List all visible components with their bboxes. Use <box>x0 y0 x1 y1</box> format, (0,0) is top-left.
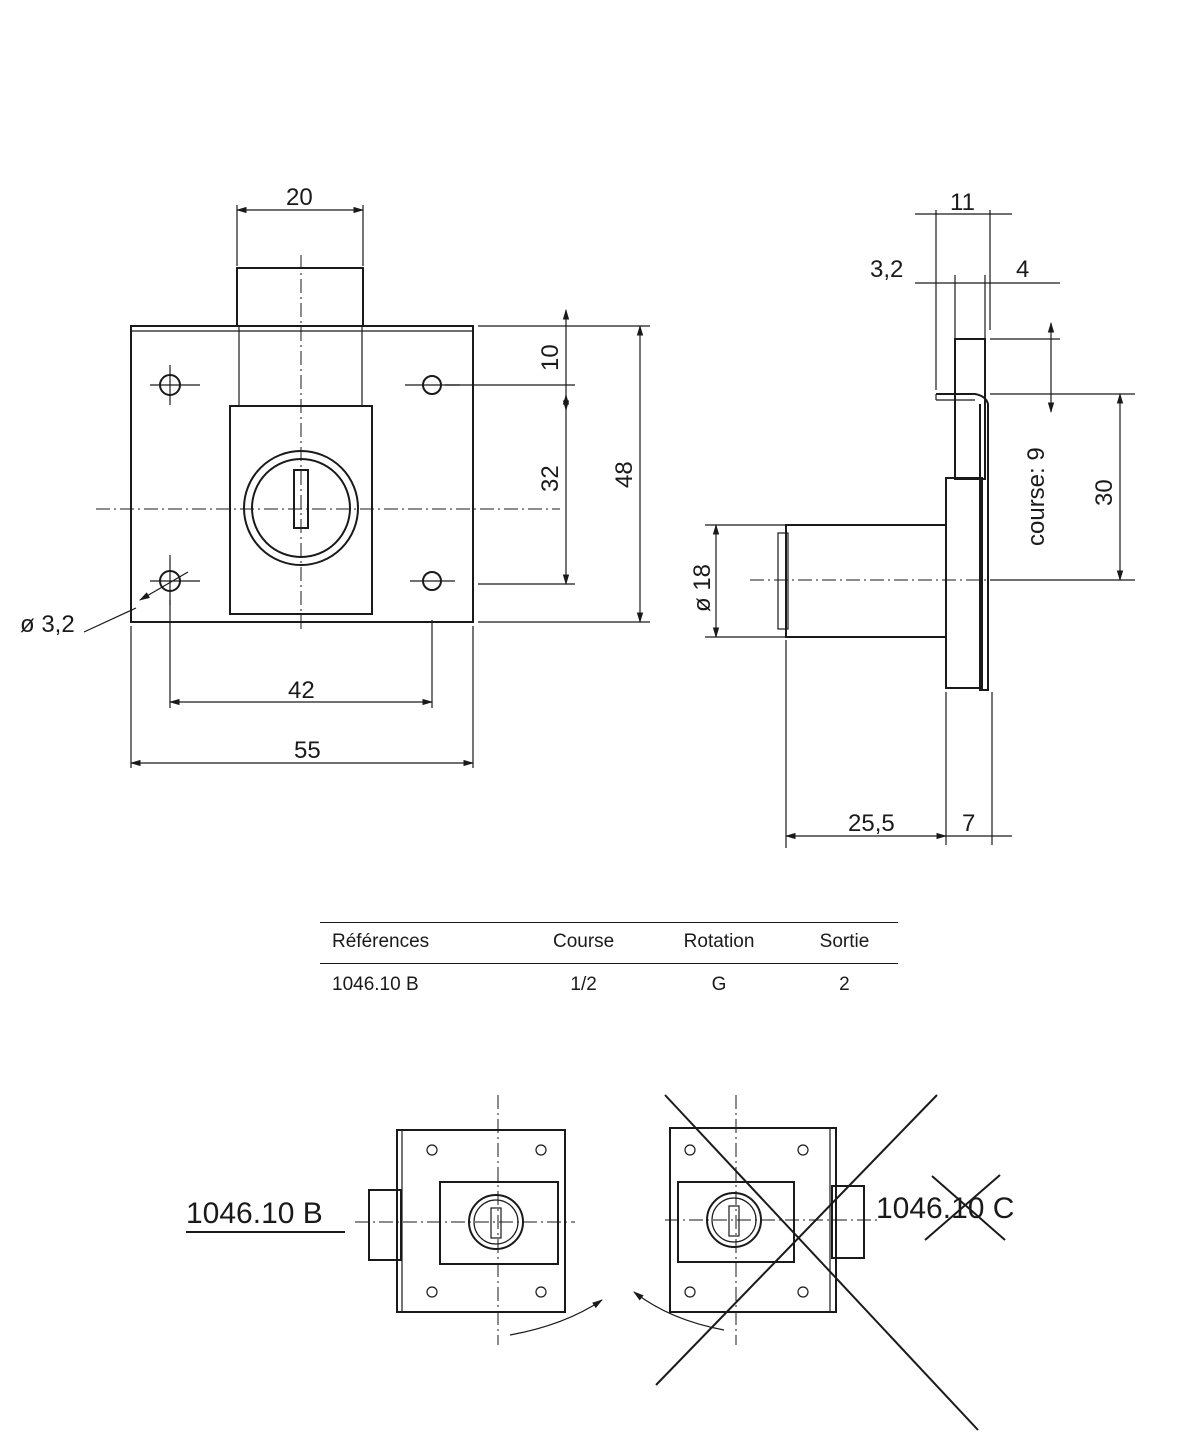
header-course: Course <box>520 922 648 964</box>
header-references: Références <box>320 922 520 964</box>
dim-bolt-width: 20 <box>286 184 313 211</box>
variant-c-label: 1046.10 C <box>876 1192 1014 1225</box>
dim-hole-spacing-horizontal: 42 <box>288 677 315 704</box>
screw-holes <box>150 365 460 605</box>
bolt-top <box>236 267 364 327</box>
cross-out-line <box>664 1094 979 1431</box>
header-sortie: Sortie <box>790 922 898 964</box>
label-cross-out-line <box>931 1175 1006 1241</box>
side-cylinder <box>785 524 947 638</box>
dim-course: course: 9 <box>1023 447 1050 546</box>
side-view: 11 3,2 4 course: 9 30 ø 18 25,5 7 <box>689 189 1135 848</box>
table-header-row: Références Course Rotation Sortie <box>320 922 898 964</box>
cell-course: 1/2 <box>570 974 597 995</box>
dim-hole-spacing-vertical: 32 <box>537 465 564 492</box>
dim-hole-diameter: ø 3,2 <box>20 611 75 638</box>
cell-rotation: G <box>711 974 727 995</box>
variant-b-label: 1046.10 B <box>186 1197 323 1230</box>
front-view: 20 10 32 48 ø 3,2 42 55 <box>20 184 650 768</box>
dim-total-width: 55 <box>294 737 321 764</box>
side-body <box>945 477 983 689</box>
variant-b-drawing <box>186 1095 603 1345</box>
variant-c-drawing <box>633 1094 1006 1431</box>
dim-body-depth: 7 <box>962 810 975 837</box>
dim-top-width: 11 <box>950 189 975 216</box>
dim-total-height: 48 <box>611 461 638 488</box>
cross-out-line <box>655 1094 938 1386</box>
dim-bolt-height: 30 <box>1091 479 1118 506</box>
dim-cylinder-diameter: ø 18 <box>689 564 716 612</box>
front-plate <box>130 325 474 623</box>
label-cross-out-line <box>924 1174 1001 1241</box>
table-row: 1046.10 B 1/2 G 2 <box>320 964 898 1007</box>
dim-plate-thickness: 3,2 <box>870 256 903 283</box>
cell-reference: 1046.10 B <box>332 974 419 995</box>
dim-top-to-hole: 10 <box>537 344 564 371</box>
cell-sortie: 2 <box>839 974 850 995</box>
references-table: Références Course Rotation Sortie 1046.1… <box>320 922 898 1006</box>
dim-cylinder-length: 25,5 <box>848 810 895 837</box>
header-rotation: Rotation <box>647 922 791 964</box>
dim-bolt-gap: 4 <box>1016 256 1029 283</box>
